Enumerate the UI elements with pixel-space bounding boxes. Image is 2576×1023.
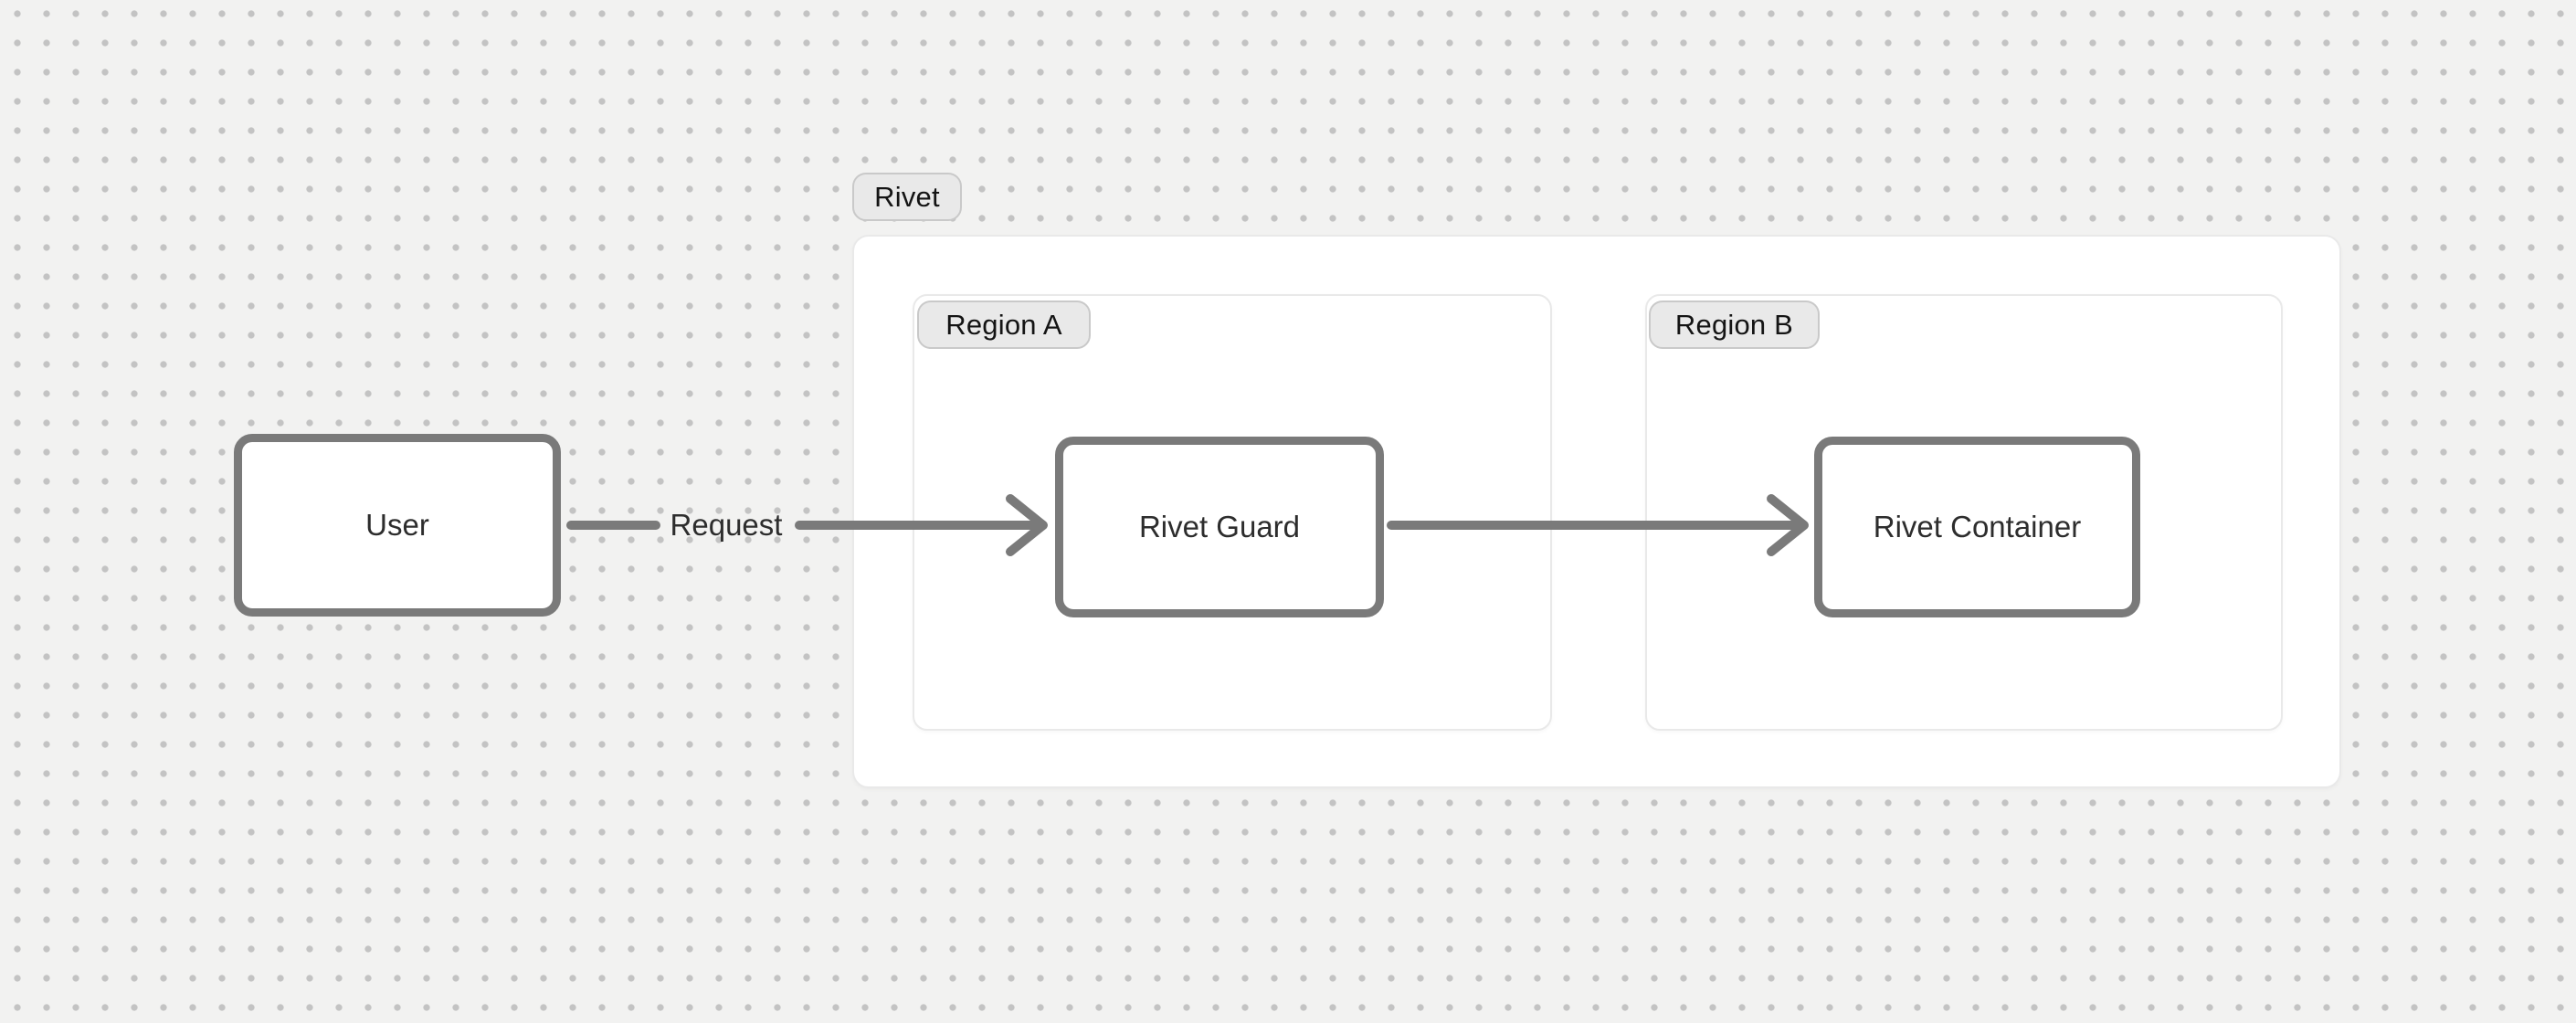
node-rivet-guard: Rivet Guard — [1055, 437, 1384, 617]
group-label-region-a-text: Region A — [945, 309, 1062, 341]
group-label-rivet: Rivet — [852, 173, 962, 221]
group-frame-region-b: Region B Rivet Container — [1645, 294, 2283, 731]
group-label-region-b-text: Region B — [1674, 309, 1794, 341]
group-label-region-a: Region A — [917, 301, 1091, 349]
node-user: User — [234, 434, 561, 617]
node-rivet-container-label: Rivet Container — [1873, 510, 2082, 543]
node-user-label: User — [365, 508, 429, 542]
node-rivet-container: Rivet Container — [1814, 437, 2140, 617]
group-label-region-b: Region B — [1649, 301, 1820, 349]
node-rivet-guard-label: Rivet Guard — [1138, 510, 1301, 543]
group-label-rivet-text: Rivet — [874, 181, 940, 213]
group-frame-rivet: Region A Rivet Guard Region B Rivet Cont… — [852, 235, 2341, 788]
group-frame-region-a: Region A Rivet Guard — [913, 294, 1552, 731]
edge-label-request: Request — [670, 508, 783, 542]
